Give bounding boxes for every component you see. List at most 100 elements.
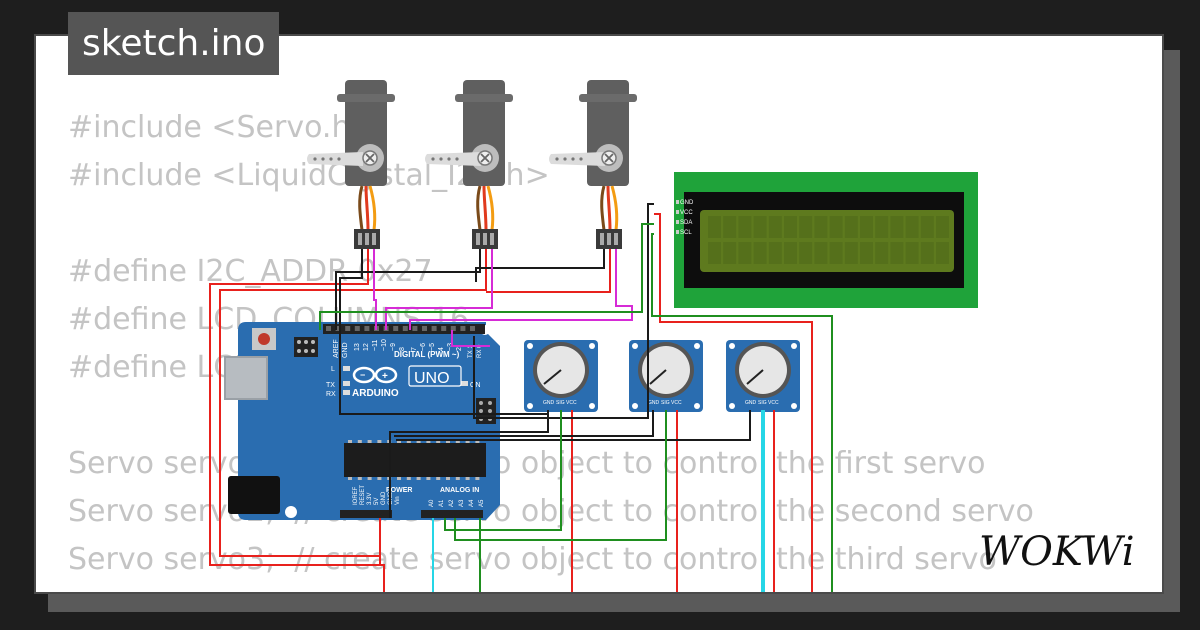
servo-motor-2[interactable] <box>425 80 513 186</box>
header-pin <box>364 326 370 331</box>
gnd-label: GND <box>342 342 349 358</box>
lcd-char-cell <box>708 242 721 264</box>
lcd-char-cell <box>890 242 904 264</box>
lcd-char-cell <box>890 216 904 238</box>
header-pin <box>470 326 475 331</box>
servo-motor-1[interactable] <box>307 80 395 186</box>
pin-label: ~9 <box>390 343 397 351</box>
lcd-display[interactable]: GND VCC SDA SCL <box>674 172 978 308</box>
lcd-char-cell <box>708 216 721 238</box>
chip-pin <box>406 477 411 480</box>
tx-label: TX <box>326 382 335 389</box>
arduino-logo: − + ARDUINO <box>352 366 399 399</box>
pin-label: IOREF <box>353 486 359 505</box>
lcd-char-cell <box>784 216 797 238</box>
pin-label: A0 <box>429 499 435 507</box>
power-header <box>340 510 392 518</box>
chip-pin <box>367 440 372 443</box>
chip-pin <box>416 440 421 443</box>
wokwi-logo[interactable]: WOKWi <box>975 525 1155 585</box>
chip-pin <box>465 440 470 443</box>
chip-pin <box>348 440 352 443</box>
lcd-char-cell <box>905 242 919 264</box>
chip-pin <box>397 440 401 443</box>
chip-pin <box>397 477 401 480</box>
servo-cables <box>358 185 619 231</box>
lcd-pin-label: SDA <box>680 220 692 226</box>
arduino-uno-board[interactable]: AREF GND 13 12 ~11 ~10 ~9 8 7 ~6 ~5 4 ~3… <box>224 322 500 520</box>
lcd-char-cell <box>829 242 843 264</box>
lcd-char-cell <box>723 242 737 264</box>
chip-pin <box>357 477 362 480</box>
chip-pin <box>475 440 480 443</box>
pot-pin-label: VCC <box>671 400 682 406</box>
chip-pin <box>348 477 352 480</box>
wire-green <box>319 223 654 330</box>
lcd-char-cell <box>784 242 797 264</box>
wire-black <box>335 249 481 330</box>
header-pin <box>393 326 399 331</box>
chip-pin <box>357 440 362 443</box>
pin-label: A2 <box>449 499 455 507</box>
lcd-char-cell <box>768 242 782 264</box>
wire-magenta <box>385 249 493 330</box>
analog-header-label: ANALOG IN <box>440 487 479 494</box>
pin-label: 3.3V <box>367 493 373 505</box>
header-pin <box>441 326 447 331</box>
potentiometer-2[interactable]: GND SIG VCC <box>629 340 703 412</box>
lcd-char-cell <box>860 242 873 264</box>
lcd-char-cell <box>829 216 843 238</box>
pot-pin-label: VCC <box>566 400 577 406</box>
wires <box>209 203 833 592</box>
servo-connector <box>354 229 622 249</box>
chip-pin <box>377 477 382 480</box>
pot-pin-label: SIG <box>661 400 670 406</box>
chip-pin <box>436 440 441 443</box>
header-pin <box>345 326 351 331</box>
svg-text:+: + <box>382 371 388 382</box>
pin-label: Vin <box>395 496 401 505</box>
pot-pin-label: VCC <box>768 400 779 406</box>
dc-jack <box>228 476 280 514</box>
pot-pin-label: GND <box>745 400 757 406</box>
lcd-char-cell <box>753 242 767 264</box>
wire-green <box>454 410 667 541</box>
lcd-char-cell <box>936 216 949 238</box>
header-pin <box>326 326 331 331</box>
pin-label: A3 <box>459 499 465 507</box>
lcd-pin-label: SCL <box>680 230 692 236</box>
digital-header-label: DIGITAL (PWM ~) <box>394 350 460 359</box>
pin-label: 12 <box>363 343 370 351</box>
wire-magenta <box>373 249 377 330</box>
pin-label: A1 <box>439 499 445 507</box>
pin-label: TX 1 <box>468 345 474 358</box>
power-header-label: POWER <box>386 487 412 494</box>
potentiometer-3[interactable]: GND SIG VCC <box>726 340 800 412</box>
potentiometer-1[interactable]: GND SIG VCC <box>524 340 598 412</box>
wire-black <box>394 410 654 437</box>
aref-label: AREF <box>333 339 340 358</box>
lcd-char-cell <box>844 216 858 238</box>
lcd-char-cell <box>738 216 752 238</box>
chip-pin <box>465 477 470 480</box>
pin-label: RX 0 <box>477 344 483 358</box>
lcd-char-cell <box>920 216 934 238</box>
header-pin <box>431 326 437 331</box>
wire-black <box>396 410 751 441</box>
sketch-title[interactable]: sketch.ino <box>68 12 280 75</box>
wire-magenta <box>451 330 490 347</box>
pin-label: 7 <box>411 347 418 351</box>
lcd-char-cell <box>860 216 873 238</box>
pin-label: A4 <box>469 499 475 507</box>
wire-red <box>654 213 813 592</box>
code-line: Servo servo3; // create servo object to … <box>68 542 997 577</box>
chip-pin <box>475 477 480 480</box>
lcd-char-cell <box>920 242 934 264</box>
lcd-char-cell <box>738 242 752 264</box>
svg-text:−: − <box>360 370 365 380</box>
lcd-pin-label: GND <box>680 200 694 206</box>
brand-text: WOKWi <box>979 529 1135 575</box>
rx-label: RX <box>326 391 336 398</box>
servo-motor-3[interactable] <box>549 80 637 186</box>
